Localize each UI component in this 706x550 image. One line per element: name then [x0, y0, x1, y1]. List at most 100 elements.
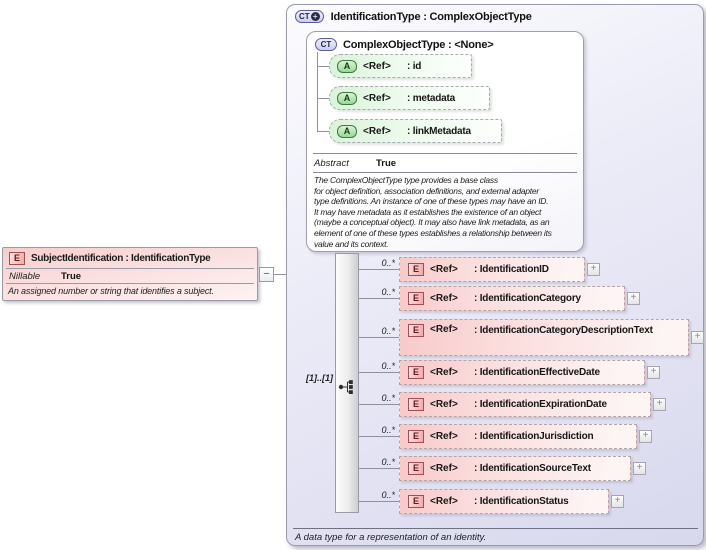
abstract-property-row: Abstract True: [314, 156, 396, 170]
ref-label: <Ref>: [363, 60, 391, 72]
element-icon: E: [408, 495, 424, 508]
element-icon: E: [408, 366, 424, 379]
occurs-label: 0..*: [381, 393, 395, 403]
connector: [359, 501, 399, 502]
panel-title: IdentificationType : ComplexObjectType: [330, 10, 532, 23]
attribute-name: : metadata: [407, 92, 456, 104]
ref-label: <Ref>: [363, 92, 391, 104]
nillable-value: True: [61, 270, 82, 282]
complex-object-type-box[interactable]: CT ComplexObjectType : <None> A <Ref> : …: [306, 31, 584, 252]
occurs-label: 0..*: [381, 425, 395, 435]
sequence-icon: [338, 378, 356, 401]
element-name: : IdentificationEffectiveDate: [474, 367, 600, 378]
abstract-label: Abstract: [314, 157, 349, 169]
element-name: : IdentificationStatus: [474, 496, 569, 507]
divider: [6, 283, 254, 284]
divider: [293, 528, 698, 529]
nillable-label: Nillable: [9, 270, 41, 282]
attribute-name: : linkMetadata: [407, 125, 471, 137]
ref-label: <Ref>: [430, 496, 458, 507]
ref-label: <Ref>: [430, 399, 458, 410]
connector: [359, 436, 399, 437]
ref-label: <Ref>: [430, 431, 458, 442]
element-box[interactable]: E <Ref> : IdentificationSourceText: [399, 456, 631, 481]
expand-button[interactable]: +: [691, 331, 704, 344]
attribute-row-link-metadata[interactable]: A <Ref> : linkMetadata: [329, 119, 502, 143]
base-type-description: The ComplexObjectType type provides a ba…: [314, 175, 552, 249]
attribute-row-metadata[interactable]: A <Ref> : metadata: [329, 86, 490, 110]
ref-label: <Ref>: [430, 463, 458, 474]
base-box-title: ComplexObjectType : <None>: [343, 38, 494, 51]
element-name: : IdentificationID: [474, 264, 549, 275]
identification-type-panel[interactable]: CT+ IdentificationType : ComplexObjectTy…: [286, 4, 704, 546]
expand-button[interactable]: +: [639, 430, 652, 443]
connector: [317, 131, 329, 132]
panel-footer-description: A data type for a representation of an i…: [295, 532, 487, 543]
element-icon: E: [408, 324, 424, 337]
subject-identification-element-box[interactable]: E SubjectIdentification : Identification…: [2, 247, 258, 301]
occurs-label: 0..*: [381, 287, 395, 297]
plus-badge-icon: +: [310, 12, 320, 21]
element-icon: E: [408, 462, 424, 475]
subject-box-title: SubjectIdentification : IdentificationTy…: [31, 252, 211, 264]
divider: [313, 172, 577, 173]
connector: [359, 298, 399, 299]
element-icon: E: [408, 263, 424, 276]
subject-box-header: E SubjectIdentification : Identification…: [3, 248, 257, 268]
element-icon: E: [9, 251, 25, 265]
sequence-compositor-bar[interactable]: [335, 253, 359, 513]
element-name: : IdentificationJurisdiction: [474, 431, 594, 442]
element-name: : IdentificationExpirationDate: [474, 399, 607, 410]
connector: [317, 66, 329, 67]
element-box[interactable]: E <Ref> : IdentificationID: [399, 257, 585, 282]
complex-type-plus-icon: CT+: [295, 10, 324, 23]
element-icon: E: [408, 398, 424, 411]
connector: [359, 269, 399, 270]
attribute-icon: A: [337, 59, 357, 73]
expand-button[interactable]: +: [611, 495, 624, 508]
element-name: : IdentificationCategory: [474, 293, 581, 304]
element-icon: E: [408, 292, 424, 305]
occurs-label: 0..*: [381, 326, 395, 336]
expand-button[interactable]: +: [627, 292, 640, 305]
element-box[interactable]: E <Ref> : IdentificationCategory: [399, 286, 625, 311]
nillable-property-row: Nillable True: [3, 269, 257, 283]
expand-button[interactable]: +: [647, 366, 660, 379]
attribute-row-id[interactable]: A <Ref> : id: [329, 54, 472, 78]
attribute-name: : id: [407, 60, 422, 72]
collapse-button[interactable]: −: [259, 267, 274, 282]
element-box[interactable]: E <Ref> : IdentificationExpirationDate: [399, 392, 651, 417]
ref-label: <Ref>: [430, 367, 458, 378]
connector: [359, 468, 399, 469]
element-name: : IdentificationCategoryDescriptionText: [474, 325, 653, 336]
connector: [359, 337, 399, 338]
occurs-label: 0..*: [381, 490, 395, 500]
element-box[interactable]: E <Ref> : IdentificationStatus: [399, 489, 609, 514]
attribute-icon: A: [337, 124, 357, 138]
element-box[interactable]: E <Ref> : IdentificationCategoryDescript…: [399, 319, 689, 356]
connector: [317, 52, 318, 131]
expand-button[interactable]: +: [653, 398, 666, 411]
occurs-label: 0..*: [381, 457, 395, 467]
element-name: : IdentificationSourceText: [474, 463, 591, 474]
ref-label: <Ref>: [430, 293, 458, 304]
ref-label: <Ref>: [363, 125, 391, 137]
divider: [313, 153, 577, 154]
attribute-icon: A: [337, 91, 357, 105]
connector: [359, 404, 399, 405]
element-icon: E: [408, 430, 424, 443]
element-box[interactable]: E <Ref> : IdentificationEffectiveDate: [399, 360, 645, 385]
abstract-value: True: [376, 157, 397, 169]
connector: [317, 98, 329, 99]
element-box[interactable]: E <Ref> : IdentificationJurisdiction: [399, 424, 637, 449]
connector: [274, 274, 297, 275]
occurs-label: 0..*: [381, 258, 395, 268]
expand-button[interactable]: +: [633, 462, 646, 475]
cardinality-label: [1]..[1]: [306, 373, 333, 383]
base-box-header: CT ComplexObjectType : <None>: [307, 32, 583, 51]
subject-box-description: An assigned number or string that identi…: [8, 286, 214, 296]
ref-label: <Ref>: [430, 264, 458, 275]
occurs-label: 0..*: [381, 361, 395, 371]
expand-button[interactable]: +: [587, 263, 600, 276]
